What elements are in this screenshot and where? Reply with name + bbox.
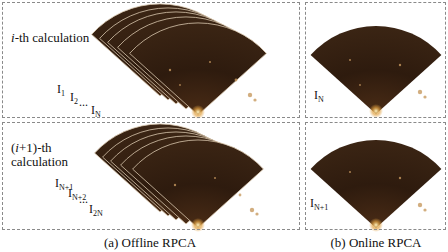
frame-label: I2N (89, 203, 103, 216)
frame-label: ... (79, 193, 88, 206)
step-label: i-th calculation (11, 31, 91, 45)
frame-label: I2 (70, 91, 78, 104)
subfigure-caption: (b) Online RPCA (331, 235, 422, 251)
calculation-panel: IN+1 (305, 122, 446, 230)
frame-label: ... (79, 96, 88, 109)
subfigure-caption: (a) Offline RPCA (104, 235, 196, 251)
frame-label: I1 (57, 83, 65, 96)
calculation-panel: IN (305, 2, 446, 118)
speckles (169, 59, 427, 216)
frame-label: IN+1 (310, 197, 328, 210)
transducer-glow (191, 104, 383, 232)
calculation-panel: (i+1)-th calculationIN+1IN+2...I2N (2, 122, 300, 230)
calculation-panel: i-th calculationI1I2...IN (2, 2, 300, 118)
frame-label: IN (91, 104, 101, 117)
image-stack (92, 4, 442, 228)
step-label: (i+1)-th calculation (11, 141, 91, 170)
frame-label: IN (314, 89, 324, 102)
